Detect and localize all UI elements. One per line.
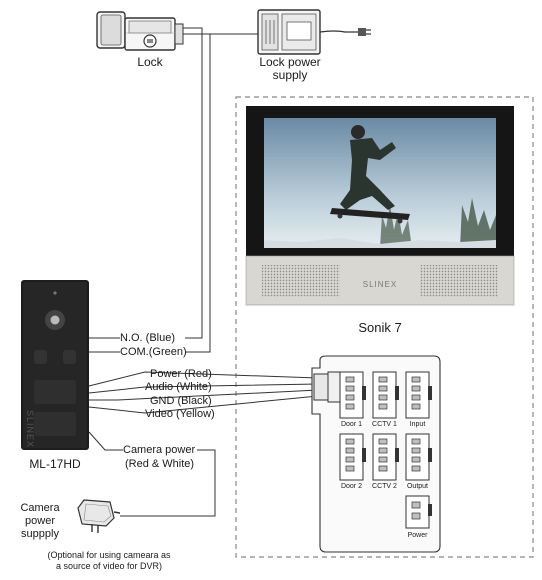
camera-power-note-1: (Optional for using cameara as — [47, 550, 171, 560]
wire-label-power: Power (Red) — [150, 368, 212, 380]
wire-label-gnd: GND (Black) — [150, 395, 212, 407]
lock-label: Lock — [137, 55, 163, 69]
port-label-output: Output — [406, 483, 428, 490]
power-adapter-icon — [77, 499, 121, 533]
camera-power-label-2: power — [25, 515, 55, 527]
doorbell-name: ML-17HD — [29, 457, 81, 471]
port-label-cctv1: CCTV 1 — [372, 421, 397, 428]
port-label-door2: Door 2 — [340, 483, 362, 490]
lock-power-supply-label-1: Lock power — [259, 55, 321, 69]
port-label-cctv2: CCTV 2 — [372, 483, 397, 490]
doorbell-panel — [21, 280, 89, 450]
port-label-input: Input — [409, 421, 426, 428]
doorbell-brand: SLINEX — [25, 410, 35, 449]
lock-power-supply-label-2: supply — [272, 68, 308, 82]
wire-label-audio: Audio (White) — [145, 381, 212, 393]
doorbell-wires — [88, 337, 319, 517]
monitor-name: Sonik 7 — [358, 320, 402, 335]
camera-power-label-3: suppply — [21, 528, 59, 540]
wire-label-camera-power-2: (Red & White) — [125, 458, 195, 470]
camera-power-note-2: a source of video for DVR) — [55, 561, 163, 571]
wire-label-com: COM.(Green) — [120, 346, 187, 358]
port-label-door1: Door 1 — [340, 421, 362, 428]
port-label-power: Power — [407, 532, 428, 539]
lock-icon — [96, 11, 184, 51]
monitor-sonik7 — [245, 106, 515, 306]
wire-label-camera-power-1: Camera power — [123, 444, 196, 456]
monitor-brand: SLINEX — [362, 280, 398, 289]
camera-power-label-1: Camera — [20, 502, 60, 514]
power-supply-icon — [257, 9, 371, 55]
wire-label-video: Video (Yellow) — [145, 408, 215, 420]
wire-label-no: N.O. (Blue) — [120, 332, 176, 344]
monitor-boundary — [235, 96, 534, 558]
